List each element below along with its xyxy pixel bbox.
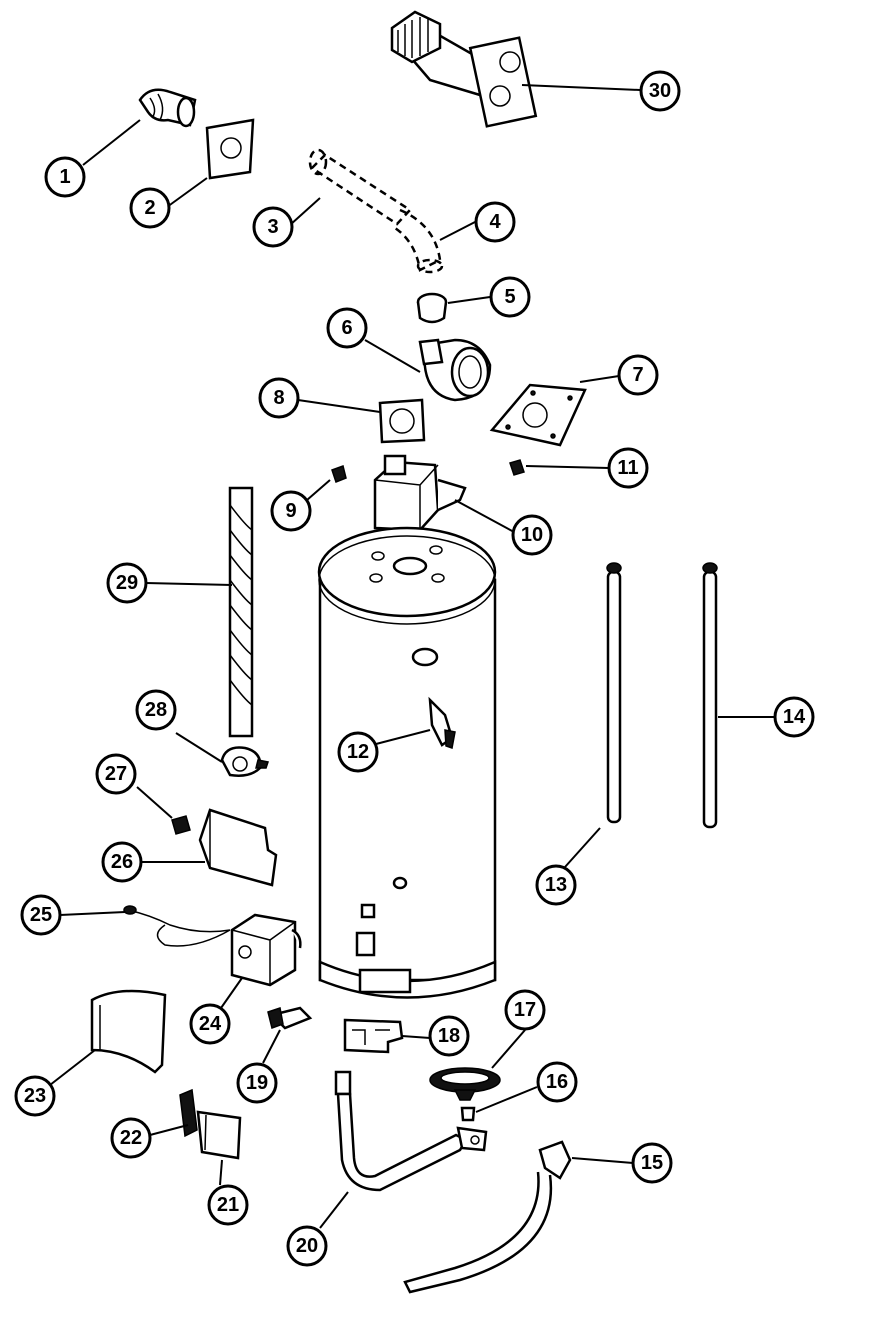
part-22-knob — [179, 1088, 198, 1138]
svg-text:8: 8 — [273, 387, 284, 409]
part-24-gas-control — [230, 913, 302, 987]
leader-lines — [49, 84, 775, 1229]
callout-30: 30 — [639, 70, 681, 112]
callout-14: 14 — [773, 696, 815, 738]
part-15-pilot-assembly — [403, 1140, 572, 1294]
svg-text:16: 16 — [546, 1071, 568, 1093]
callout-26: 26 — [101, 841, 143, 883]
callout-23: 23 — [14, 1075, 56, 1117]
callout-8: 8 — [258, 377, 300, 419]
callout-17: 17 — [504, 989, 546, 1031]
part-29-flex-hose — [228, 486, 254, 738]
callout-22: 22 — [110, 1117, 152, 1159]
part-12-valve — [428, 696, 456, 749]
callout-21: 21 — [207, 1184, 249, 1226]
part-14-dip-tube — [702, 562, 718, 829]
callout-1: 1 — [44, 156, 86, 198]
svg-text:25: 25 — [30, 904, 52, 926]
part-28-igniter — [220, 746, 269, 777]
part-11-screw — [509, 459, 525, 476]
callout-3: 3 — [252, 206, 294, 248]
svg-text:5: 5 — [504, 286, 515, 308]
part-23-cover — [90, 989, 167, 1074]
svg-text:21: 21 — [217, 1194, 239, 1216]
part-21-plate — [196, 1110, 242, 1160]
callout-9: 9 — [270, 490, 312, 532]
part-5-adapter — [416, 292, 448, 324]
svg-text:26: 26 — [111, 851, 133, 873]
part-8-gasket — [378, 398, 426, 444]
callout-28: 28 — [135, 689, 177, 731]
svg-text:3: 3 — [267, 216, 278, 238]
callout-29: 29 — [106, 562, 148, 604]
part-19-drain-valve — [267, 1006, 313, 1030]
callout-11: 11 — [607, 447, 649, 489]
svg-text:15: 15 — [641, 1152, 663, 1174]
callout-6: 6 — [326, 307, 368, 349]
callout-18: 18 — [428, 1015, 470, 1057]
part-1-elbow — [138, 88, 197, 128]
callout-12: 12 — [337, 731, 379, 773]
part-17-burner — [429, 1067, 501, 1101]
svg-text:9: 9 — [285, 500, 296, 522]
part-18-inner-door — [343, 1018, 404, 1054]
part-20-manifold-tube — [334, 1070, 488, 1192]
part-3-4-vent-pipe — [308, 148, 444, 274]
part-30-vent-terminal — [390, 10, 538, 128]
water-heater-tank — [317, 526, 497, 999]
part-2-gasket — [205, 118, 255, 180]
part-10-adapter-box — [373, 454, 467, 532]
callout-25: 25 — [20, 894, 62, 936]
callout-10: 10 — [511, 514, 553, 556]
callout-16: 16 — [536, 1061, 578, 1103]
part-26-bracket — [198, 808, 278, 887]
callout-2: 2 — [129, 187, 171, 229]
svg-text:12: 12 — [347, 741, 369, 763]
part-16-orifice — [460, 1106, 476, 1122]
svg-text:1: 1 — [59, 166, 70, 188]
svg-text:20: 20 — [296, 1235, 318, 1257]
svg-text:30: 30 — [649, 80, 671, 102]
svg-text:18: 18 — [438, 1025, 460, 1047]
part-6-blower — [418, 338, 492, 402]
callout-15: 15 — [631, 1142, 673, 1184]
callout-20: 20 — [286, 1225, 328, 1267]
callout-7: 7 — [617, 354, 659, 396]
svg-text:19: 19 — [246, 1072, 268, 1094]
svg-text:23: 23 — [24, 1085, 46, 1107]
svg-text:27: 27 — [105, 763, 127, 785]
part-13-anode-rod — [606, 562, 622, 824]
svg-text:13: 13 — [545, 874, 567, 896]
callout-27: 27 — [95, 753, 137, 795]
svg-text:22: 22 — [120, 1127, 142, 1149]
svg-text:11: 11 — [617, 457, 638, 479]
svg-text:29: 29 — [116, 572, 138, 594]
svg-text:14: 14 — [783, 706, 806, 728]
callout-4: 4 — [474, 201, 516, 243]
callout-24: 24 — [189, 1003, 231, 1045]
svg-text:4: 4 — [489, 211, 501, 233]
part-9-screw — [331, 465, 347, 483]
svg-text:17: 17 — [514, 999, 536, 1021]
callout-19: 19 — [236, 1062, 278, 1104]
svg-text:6: 6 — [341, 317, 352, 339]
callout-5: 5 — [489, 276, 531, 318]
callout-13: 13 — [535, 864, 577, 906]
svg-text:10: 10 — [521, 524, 543, 546]
part-25-wire — [123, 905, 231, 947]
part-27-screw — [171, 815, 191, 835]
svg-text:24: 24 — [199, 1013, 222, 1035]
svg-text:2: 2 — [144, 197, 155, 219]
svg-text:7: 7 — [632, 364, 643, 386]
part-7-gasket-plate — [489, 383, 587, 447]
svg-text:28: 28 — [145, 699, 167, 721]
